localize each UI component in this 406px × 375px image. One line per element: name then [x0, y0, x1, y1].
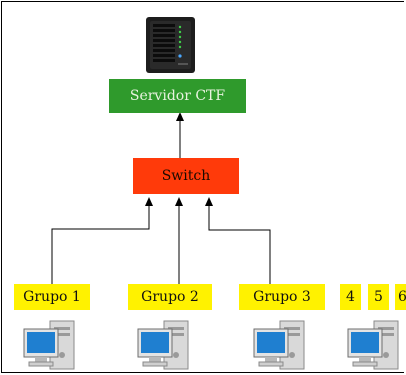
nas-server-icon — [146, 17, 195, 73]
group-6-label: 6 — [395, 284, 406, 310]
group-5-label: 5 — [368, 284, 389, 310]
desktop-computer-icon — [23, 320, 75, 370]
desktop-computer-icon — [253, 320, 305, 370]
server-ctf-node: Servidor CTF — [109, 79, 246, 113]
group-4-label: 4 — [340, 284, 361, 310]
desktop-computer-icon — [347, 320, 399, 370]
arrowhead-icon — [176, 112, 184, 121]
arrowhead-icon — [175, 197, 183, 206]
switch-node: Switch — [133, 158, 239, 194]
arrowhead-icon — [145, 197, 153, 206]
desktop-computer-icon — [137, 320, 189, 370]
group-2-label: Grupo 2 — [128, 284, 212, 310]
arrowhead-icon — [205, 197, 213, 206]
group-3-label: Grupo 3 — [239, 284, 325, 310]
group-1-label: Grupo 1 — [14, 284, 90, 310]
